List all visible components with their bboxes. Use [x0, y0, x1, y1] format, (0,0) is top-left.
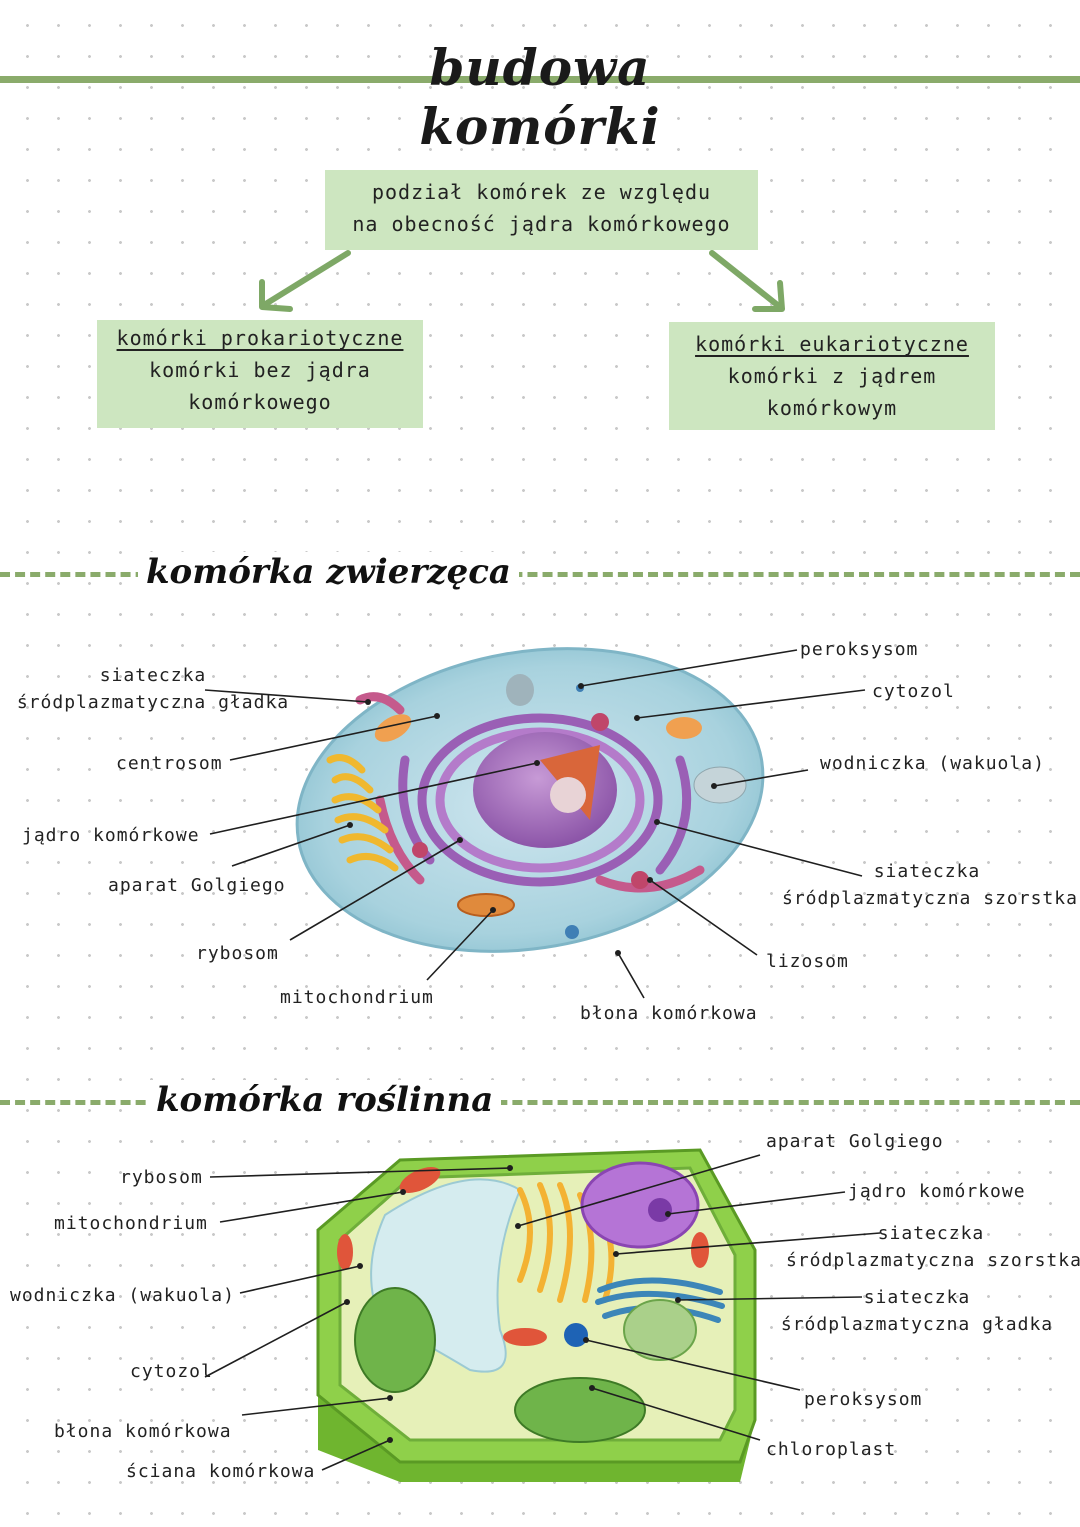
animal-divider	[0, 572, 1080, 577]
animal-label-golgi: aparat Golgiego	[108, 875, 286, 896]
plant-label-chloroplast: chloroplast	[766, 1439, 897, 1460]
animal-label-vacuole: wodniczka (wakuola)	[820, 753, 1045, 774]
animal-label-ribosome: rybosom	[196, 943, 279, 964]
plant-label-vacuole: wodniczka (wakuola)	[10, 1285, 235, 1306]
plant-label-rough-er: siateczka śródplazmatyczna szorstka	[786, 1223, 1080, 1271]
plant-label-wall: ściana komórkowa	[126, 1461, 316, 1482]
eukaryotic-line-2: komórkowym	[766, 396, 898, 420]
eukaryotic-line-1: komórki z jądrem	[727, 364, 937, 388]
animal-heading: komórka zwierzęca	[138, 552, 519, 592]
plant-divider	[0, 1100, 1080, 1105]
prokaryotic-line-2: komórkowego	[188, 390, 332, 414]
animal-label-mitochondrion: mitochondrium	[280, 987, 434, 1008]
plant-label-cytosol: cytozol	[130, 1361, 213, 1382]
animal-label-membrane: błona komórkowa	[580, 1003, 758, 1024]
plant-label-smooth-er: siateczka śródplazmatyczna gładka	[780, 1287, 1054, 1335]
plant-label-peroxisome: peroksysom	[804, 1389, 923, 1410]
prokaryotic-heading: komórki prokariotyczne	[116, 326, 404, 350]
eukaryotic-heading: komórki eukariotyczne	[695, 332, 969, 356]
plant-heading: komórka roślinna	[148, 1080, 502, 1120]
plant-label-ribosome: rybosom	[120, 1167, 203, 1188]
plant-label-mitochondrion: mitochondrium	[54, 1213, 208, 1234]
animal-label-cytosol: cytozol	[872, 681, 955, 702]
prokaryotic-line-1: komórki bez jądra	[149, 358, 371, 382]
title-rule	[0, 76, 1080, 83]
animal-label-nucleus: jądro komórkowe	[22, 825, 200, 846]
animal-label-rough-er: siateczka śródplazmatyczna szorstka	[782, 861, 1078, 909]
plant-label-golgi: aparat Golgiego	[766, 1131, 944, 1152]
prokaryotic-box: komórki prokariotyczne komórki bez jądra…	[97, 320, 423, 428]
eukaryotic-box: komórki eukariotyczne komórki z jądrem k…	[669, 322, 995, 430]
animal-label-peroxisome: peroksysom	[800, 639, 919, 660]
animal-label-centrosome: centrosom	[116, 753, 223, 774]
division-box: podział komórek ze względu na obecność j…	[325, 170, 758, 250]
page-title: budowa komórki	[419, 38, 661, 156]
animal-label-smooth-er: siateczka śródplazmatyczna gładka	[16, 665, 290, 713]
division-line-1: podział komórek ze względu	[371, 180, 712, 204]
animal-label-lysosome: lizosom	[766, 951, 849, 972]
division-line-2: na obecność jądra komórkowego	[352, 212, 731, 236]
plant-label-nucleus: jądro komórkowe	[848, 1181, 1026, 1202]
plant-label-membrane: błona komórkowa	[54, 1421, 232, 1442]
